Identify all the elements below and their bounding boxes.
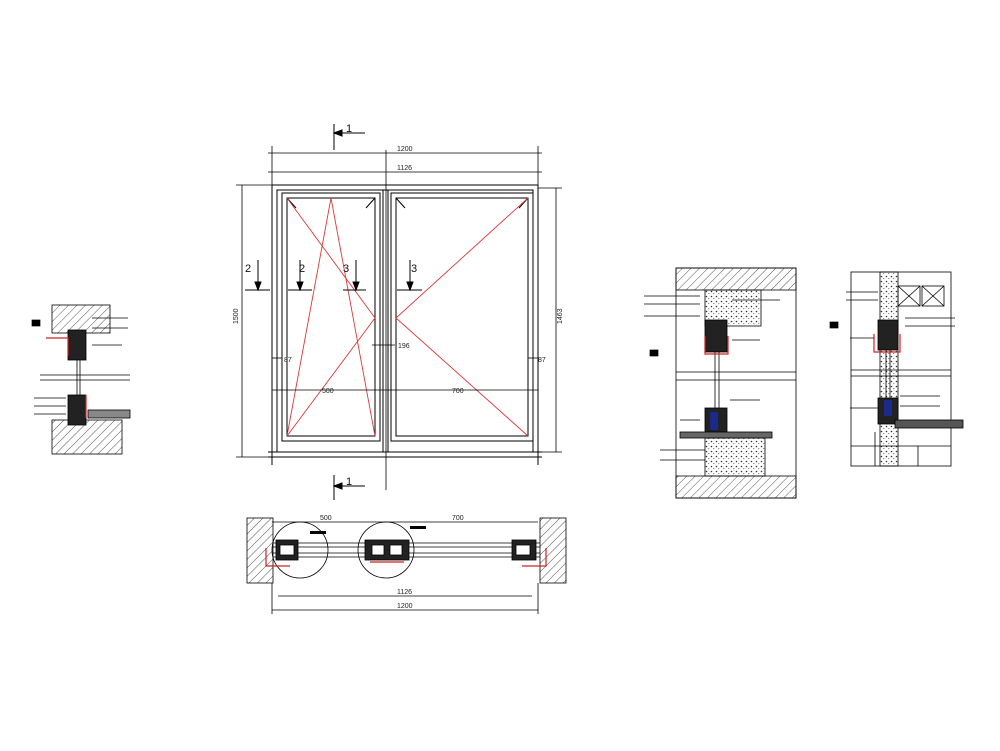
seal-line — [704, 336, 729, 355]
right-vertical-section-a — [675, 267, 797, 499]
seal-line — [46, 337, 69, 356]
profile-chamber — [389, 544, 403, 556]
elevation-dimensions — [236, 146, 562, 458]
head-profile — [704, 319, 728, 353]
dim-frame-width: 1126 — [397, 165, 412, 172]
label-tag — [829, 321, 839, 329]
sill-block — [704, 437, 766, 477]
opening-indicators — [286, 197, 529, 437]
dim-frame-height: 1463 — [557, 308, 564, 324]
profile-chamber — [371, 544, 385, 556]
section-marks — [245, 124, 422, 500]
plan-dim-right-sash: 700 — [452, 515, 464, 522]
dim-right-sash: 700 — [452, 388, 464, 395]
block-diag — [921, 285, 945, 307]
seal-line — [873, 334, 901, 353]
section-labels: 1 1 2 2 3 3 — [245, 123, 417, 488]
block-diag — [897, 285, 921, 307]
tilt-opening-line — [286, 197, 376, 437]
sill-board — [679, 431, 773, 439]
section-b-leaders — [829, 291, 955, 409]
section-b-red — [873, 334, 901, 353]
section-a-leaders — [644, 295, 780, 461]
label-tag — [310, 531, 326, 534]
wall-left — [246, 517, 274, 584]
plan-dimension-texts: 500 700 1126 1200 — [320, 515, 464, 610]
plan-dim-overall-width: 1200 — [397, 603, 413, 610]
gasket — [884, 400, 892, 416]
arrow-head — [406, 281, 414, 292]
wall-core — [879, 271, 899, 467]
bottom-slab — [675, 475, 797, 499]
right-vertical-section-b — [850, 271, 964, 467]
head-profile — [67, 329, 87, 361]
label-tag — [649, 349, 659, 357]
sill-profile — [67, 394, 87, 426]
elevation-dimension-texts: 1200 1126 1500 1463 87 196 87 500 700 — [233, 146, 564, 395]
arrow-head — [254, 281, 262, 292]
plan-tags — [310, 526, 426, 534]
dim-overall-width: 1200 — [397, 146, 413, 153]
dim-overall-height: 1500 — [233, 308, 240, 324]
left-vertical-section — [40, 304, 131, 455]
sill-board — [894, 419, 964, 429]
glass-corner — [365, 197, 376, 209]
sill-board — [87, 409, 131, 419]
section-label-top: 1 — [346, 123, 352, 135]
arrow-head — [352, 281, 360, 292]
glass-corner — [395, 197, 406, 209]
profile-chamber — [279, 544, 295, 556]
arrow-head — [332, 129, 343, 137]
profile-chamber — [515, 544, 531, 556]
section-label-left-inner: 2 — [299, 263, 305, 275]
dim-mullion: 196 — [398, 343, 410, 350]
plan-dim-left-sash: 500 — [320, 515, 332, 522]
section-label-mid-left: 3 — [343, 263, 349, 275]
plan-dim-frame-width: 1126 — [397, 589, 412, 596]
section-label-left-outer: 2 — [245, 263, 251, 275]
head-profile — [877, 319, 899, 351]
dim-left-side: 87 — [284, 357, 292, 364]
turn-opening-line — [286, 197, 376, 437]
dim-right-side: 87 — [538, 357, 546, 364]
left-detail-red — [46, 337, 87, 418]
section-label-bottom: 1 — [346, 476, 352, 488]
plan-section — [246, 517, 567, 614]
sill-hatch — [51, 419, 123, 455]
section-b-frame — [850, 271, 952, 467]
arrow-head — [332, 482, 343, 490]
left-detail-leaders — [31, 317, 128, 415]
outer-frame — [271, 184, 539, 458]
block — [897, 285, 921, 307]
section-a-blue — [710, 412, 718, 430]
frame-inner-line — [276, 189, 534, 453]
right-glass — [395, 197, 529, 437]
left-sash — [281, 192, 381, 442]
seal-line — [265, 548, 290, 567]
seal-line — [522, 548, 547, 567]
window-elevation — [268, 184, 542, 465]
left-glass — [286, 197, 376, 437]
wall-right — [539, 517, 567, 584]
plan-red-seals — [265, 548, 547, 567]
turn-opening-line-right — [395, 197, 529, 437]
section-label-mid-right: 3 — [411, 263, 417, 275]
block — [921, 285, 945, 307]
dim-left-sash: 500 — [322, 388, 334, 395]
lintel-hatch — [51, 304, 111, 334]
label-tag — [31, 319, 41, 327]
section-b-blue — [884, 400, 892, 416]
section-a-red — [704, 336, 729, 355]
arrow-head — [296, 281, 304, 292]
label-tag — [410, 526, 426, 529]
gasket — [710, 412, 718, 430]
right-sash — [390, 192, 534, 442]
top-slab — [675, 267, 797, 291]
